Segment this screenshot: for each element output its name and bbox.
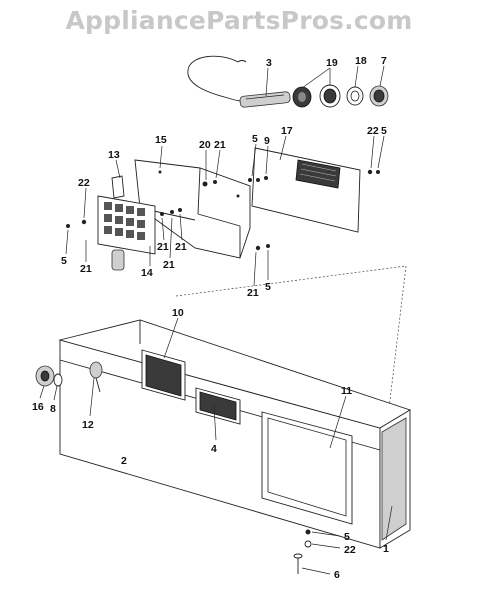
callout-17: 17 bbox=[281, 125, 293, 137]
leader-lines bbox=[39, 65, 393, 575]
callout-22: 22 bbox=[367, 125, 379, 137]
callout-21: 21 bbox=[163, 259, 175, 271]
callout-3: 3 bbox=[266, 57, 272, 69]
part-8-knob-ring bbox=[53, 373, 63, 387]
watermark-text: AppliancePartsPros.com bbox=[65, 6, 413, 35]
callout-5: 5 bbox=[252, 133, 258, 145]
callout-10: 10 bbox=[172, 307, 184, 319]
part-17-control-board bbox=[251, 147, 361, 233]
callout-5: 5 bbox=[61, 255, 67, 267]
callout-1: 1 bbox=[383, 543, 389, 555]
callout-21: 21 bbox=[214, 139, 226, 151]
callout-5: 5 bbox=[344, 531, 350, 543]
callout-5: 5 bbox=[265, 281, 271, 293]
part-2-control-panel bbox=[58, 319, 412, 549]
part-18-ring bbox=[346, 86, 364, 106]
part-13-switch-module bbox=[97, 175, 156, 271]
callout-14: 14 bbox=[141, 267, 153, 279]
fasteners-upper bbox=[66, 169, 380, 251]
callout-21: 21 bbox=[157, 241, 169, 253]
part-1-end-cap bbox=[381, 417, 407, 541]
part-16-knob bbox=[35, 365, 55, 387]
callout-22: 22 bbox=[344, 544, 356, 556]
part-11-overlay bbox=[261, 411, 353, 525]
part-3-wire-harness bbox=[187, 55, 291, 108]
callout-21: 21 bbox=[80, 263, 92, 275]
callout-19: 19 bbox=[326, 57, 338, 69]
fasteners-lower bbox=[293, 529, 312, 574]
callout-2: 2 bbox=[121, 455, 127, 467]
callout-21: 21 bbox=[247, 287, 259, 299]
callout-16: 16 bbox=[32, 401, 44, 413]
part-19-connectors bbox=[292, 84, 341, 108]
callout-6: 6 bbox=[334, 569, 340, 581]
callout-13: 13 bbox=[108, 149, 120, 161]
callout-21: 21 bbox=[175, 241, 187, 253]
part-7-knob-base bbox=[369, 85, 389, 107]
part-12-control-shaft bbox=[89, 361, 103, 393]
part-10-display-window bbox=[141, 349, 186, 401]
part-4-window bbox=[195, 387, 241, 425]
callout-7: 7 bbox=[381, 55, 387, 67]
callout-12: 12 bbox=[82, 419, 94, 431]
callout-22: 22 bbox=[78, 177, 90, 189]
callout-4: 4 bbox=[211, 443, 217, 455]
callout-18: 18 bbox=[355, 55, 367, 67]
callout-20: 20 bbox=[199, 139, 211, 151]
callout-11: 11 bbox=[341, 385, 352, 397]
callout-labels: 3 19 18 7 15 20 21 5 9 17 22 5 13 22 5 2… bbox=[32, 55, 389, 581]
callout-15: 15 bbox=[155, 134, 167, 146]
callout-9: 9 bbox=[264, 135, 270, 147]
callout-5: 5 bbox=[381, 125, 387, 137]
callout-8: 8 bbox=[50, 403, 56, 415]
